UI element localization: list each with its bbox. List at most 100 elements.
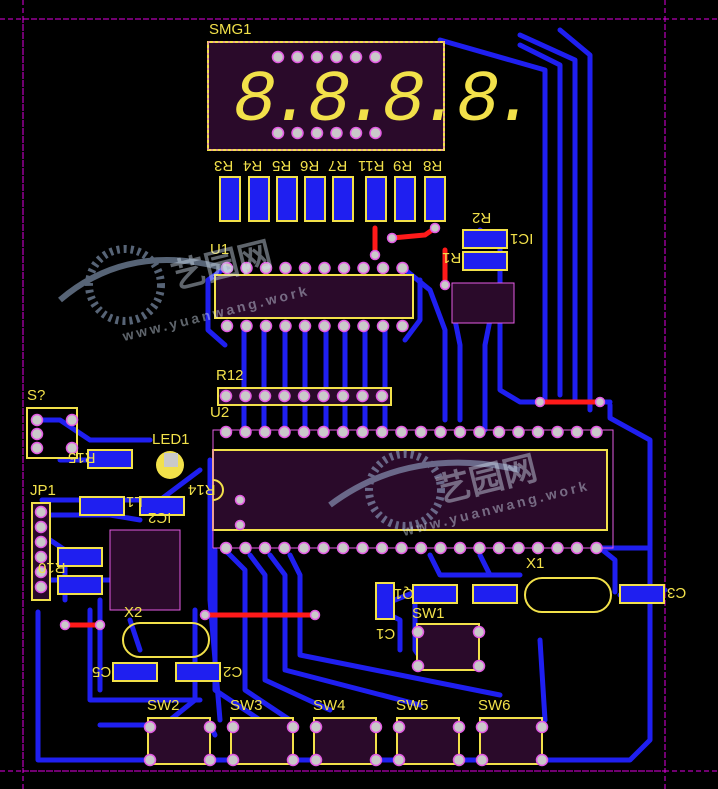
pad bbox=[291, 126, 304, 140]
label-sw4: SW4 bbox=[313, 697, 346, 714]
pad bbox=[317, 425, 330, 439]
label-smg1: SMG1 bbox=[209, 21, 252, 38]
pad bbox=[65, 413, 79, 427]
pad bbox=[535, 720, 549, 734]
pad bbox=[357, 319, 370, 333]
pad bbox=[411, 625, 425, 639]
label-r6: R6 bbox=[300, 157, 320, 174]
pad bbox=[434, 425, 447, 439]
pad bbox=[317, 389, 330, 403]
u1-chip bbox=[214, 274, 414, 319]
pad bbox=[369, 50, 382, 64]
label-jp1: JP1 bbox=[30, 482, 56, 499]
pad bbox=[356, 389, 369, 403]
pad bbox=[318, 261, 331, 275]
pad bbox=[594, 396, 606, 408]
label-r12: R12 bbox=[216, 367, 244, 384]
q1-part bbox=[375, 582, 395, 620]
label-r3: R3 bbox=[214, 157, 234, 174]
pad bbox=[357, 261, 370, 275]
pad bbox=[234, 519, 246, 531]
label-r10: R10 bbox=[38, 559, 66, 576]
label-r2: R2 bbox=[472, 209, 492, 226]
pad bbox=[369, 720, 383, 734]
sw1-switch bbox=[416, 623, 480, 671]
pad bbox=[203, 753, 217, 767]
label-r11: R11 bbox=[358, 157, 385, 174]
pad bbox=[271, 126, 285, 140]
pads bbox=[30, 50, 606, 767]
c2-capacitor bbox=[175, 662, 221, 682]
label-sw5: SW5 bbox=[396, 697, 429, 714]
pad bbox=[65, 441, 79, 455]
label-x2: X2 bbox=[124, 604, 143, 621]
pad bbox=[395, 425, 408, 439]
c3-capacitor-left bbox=[472, 584, 518, 604]
pad bbox=[30, 441, 44, 455]
pad bbox=[439, 279, 451, 291]
pad bbox=[309, 609, 321, 621]
label-r9: R9 bbox=[393, 157, 413, 174]
pad bbox=[551, 541, 564, 555]
pad bbox=[34, 565, 48, 579]
pad bbox=[531, 425, 545, 439]
pad bbox=[472, 659, 486, 673]
pad bbox=[396, 261, 409, 275]
pad bbox=[492, 425, 506, 439]
label-r8: R8 bbox=[423, 157, 443, 174]
r14-resistor bbox=[139, 496, 185, 516]
pad bbox=[309, 753, 323, 767]
pad bbox=[452, 753, 466, 767]
pad bbox=[240, 261, 253, 275]
pad bbox=[278, 541, 291, 555]
pad bbox=[369, 249, 381, 261]
pad bbox=[220, 319, 234, 333]
pad bbox=[234, 494, 246, 506]
label-r15: R15 bbox=[68, 449, 96, 466]
pad bbox=[203, 720, 217, 734]
pad bbox=[349, 126, 363, 140]
pad bbox=[318, 319, 331, 333]
l1-inductor bbox=[79, 496, 125, 516]
label-u2: U2 bbox=[210, 404, 230, 421]
label-c5: C5 bbox=[92, 663, 112, 680]
sw6-switch bbox=[479, 717, 543, 765]
svg-text:8.8.8.8.: 8.8.8.8. bbox=[233, 60, 531, 142]
pad bbox=[219, 389, 233, 403]
pad bbox=[356, 541, 369, 555]
pad bbox=[473, 425, 486, 439]
label-sw2: SW2 bbox=[147, 697, 180, 714]
pad bbox=[570, 425, 584, 439]
pad bbox=[337, 319, 351, 333]
pad bbox=[94, 619, 106, 631]
pad bbox=[356, 425, 369, 439]
pad bbox=[310, 126, 324, 140]
pad bbox=[452, 720, 466, 734]
pad bbox=[453, 425, 467, 439]
label-q1: Q1 bbox=[394, 585, 415, 602]
label-r5: R5 bbox=[272, 157, 292, 174]
pad bbox=[375, 425, 389, 439]
pad bbox=[512, 425, 525, 439]
pad bbox=[34, 580, 48, 594]
pad bbox=[512, 541, 525, 555]
switch-s-unknown bbox=[26, 407, 78, 459]
pad bbox=[310, 50, 324, 64]
pad bbox=[414, 425, 428, 439]
seven-segment-display: 8.8.8.8. bbox=[207, 41, 537, 151]
r-pad-q1 bbox=[412, 584, 458, 604]
pad bbox=[590, 425, 603, 439]
sw5-switch bbox=[396, 717, 460, 765]
pad bbox=[475, 753, 489, 767]
resistor-row bbox=[219, 176, 446, 222]
label-x1: X1 bbox=[526, 555, 545, 572]
pad bbox=[395, 541, 408, 555]
pad bbox=[453, 541, 467, 555]
pad bbox=[258, 541, 272, 555]
pad bbox=[34, 535, 48, 549]
pad bbox=[472, 625, 486, 639]
pad bbox=[376, 319, 390, 333]
sw3-switch bbox=[230, 717, 294, 765]
pad bbox=[570, 541, 584, 555]
pad bbox=[429, 222, 441, 234]
